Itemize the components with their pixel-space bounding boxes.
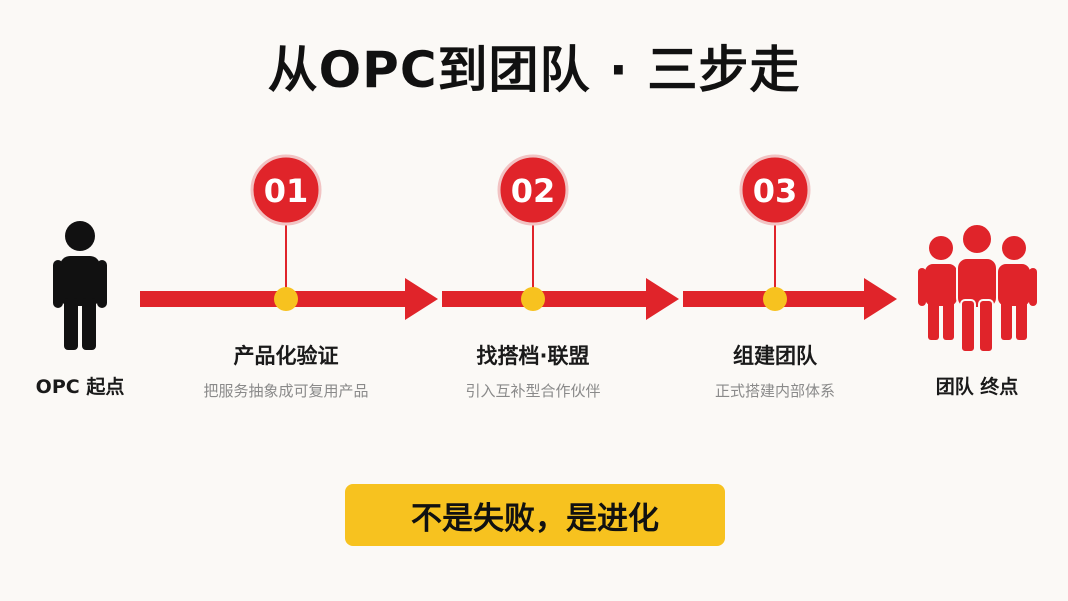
step-3-marker: 03	[739, 154, 811, 311]
step-3-number: 03	[753, 172, 798, 210]
step-3-desc: 正式搭建内部体系	[714, 382, 836, 400]
step-1-circle	[250, 154, 322, 226]
step-1-number: 01	[264, 172, 309, 210]
step-1-marker: 01	[250, 154, 322, 311]
arrow-segment-2	[442, 278, 679, 320]
person-icon	[53, 221, 107, 350]
page-title: 从OPC到团队 · 三步走	[267, 41, 801, 99]
step-2-circle	[497, 154, 569, 226]
arrow-segment-3	[683, 278, 897, 320]
step-1-title: 产品化验证	[233, 344, 339, 368]
step-1-desc: 把服务抽象成可复用产品	[203, 382, 369, 400]
step-2-desc: 引入互补型合作伙伴	[465, 382, 601, 400]
step-2-marker: 02	[497, 154, 569, 311]
step-1-dot	[274, 287, 298, 311]
step-2-dot	[521, 287, 545, 311]
team-icon	[918, 223, 1037, 353]
slogan-banner: 不是失败，是进化	[345, 484, 725, 546]
step-2-title: 找搭档·联盟	[476, 344, 590, 368]
step-3-circle	[739, 154, 811, 226]
end-label: 团队 终点	[935, 376, 1019, 398]
start-label: OPC 起点	[35, 376, 125, 398]
step-3-dot	[763, 287, 787, 311]
step-2-number: 02	[511, 172, 556, 210]
step-3-title: 组建团队	[733, 344, 817, 368]
